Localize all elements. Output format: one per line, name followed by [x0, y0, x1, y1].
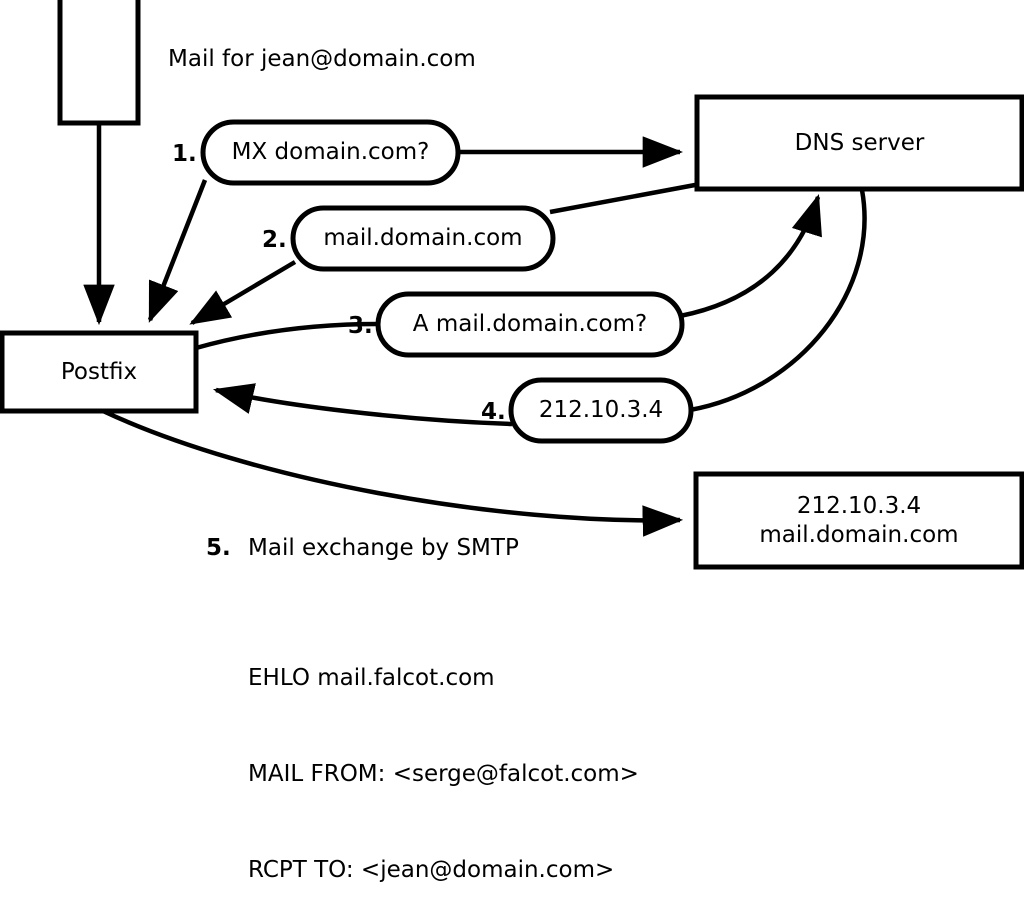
bubble-step-4-label: 212.10.3.4 [538, 397, 664, 424]
edge-step1-to-postfix [147, 179, 208, 323]
edge-step2-to-postfix [189, 260, 297, 325]
edge-postfix-to-step3 [195, 321, 379, 351]
bubble-step-3[interactable] [375, 291, 685, 358]
node-dns-server-box[interactable] [694, 94, 1024, 192]
step-number-5: 5. [206, 535, 231, 561]
bubble-step-1[interactable] [200, 119, 461, 186]
node-dns-server-label: DNS server [794, 129, 925, 156]
transcript-line: MAIL FROM: <serge@falcot.com> [248, 761, 639, 787]
edge-step4-to-postfix [212, 383, 513, 427]
node-postfix-label: Postfix [60, 358, 138, 385]
bubble-step-1-label: MX domain.com? [231, 139, 430, 166]
target-server-hostname: mail.domain.com [759, 521, 959, 548]
diagram-title: Mail for jean@domain.com [168, 46, 476, 72]
bubble-step-4[interactable] [508, 377, 694, 444]
step-number-3: 3. [348, 313, 373, 339]
node-postfix-box[interactable] [0, 330, 199, 414]
transcript-line: RCPT TO: <jean@domain.com> [248, 857, 615, 883]
step-5-label: Mail exchange by SMTP [248, 535, 519, 561]
transcript-line: EHLO mail.falcot.com [248, 665, 495, 691]
target-server-ip: 212.10.3.4 [796, 493, 922, 520]
smtp-transcript: EHLO mail.falcot.com MAIL FROM: <serge@f… [248, 598, 639, 919]
bubble-step-2-label: mail.domain.com [323, 225, 523, 252]
step-number-4: 4. [481, 399, 506, 425]
step-number-2: 2. [262, 227, 287, 253]
edge-dns-to-step2 [549, 182, 696, 215]
node-sender-box[interactable] [57, 0, 141, 126]
edge-dns-to-step4 [689, 189, 867, 413]
node-target-server-box[interactable] [693, 471, 1024, 570]
edge-step3-to-dns [679, 193, 822, 319]
edge-postfix-to-target [102, 408, 684, 537]
bubble-step-3-label: A mail.domain.com? [412, 311, 648, 338]
bubble-step-2[interactable] [290, 205, 556, 272]
step-number-1: 1. [172, 141, 197, 167]
node-target-server-label: 212.10.3.4 mail.domain.com [696, 474, 1022, 567]
